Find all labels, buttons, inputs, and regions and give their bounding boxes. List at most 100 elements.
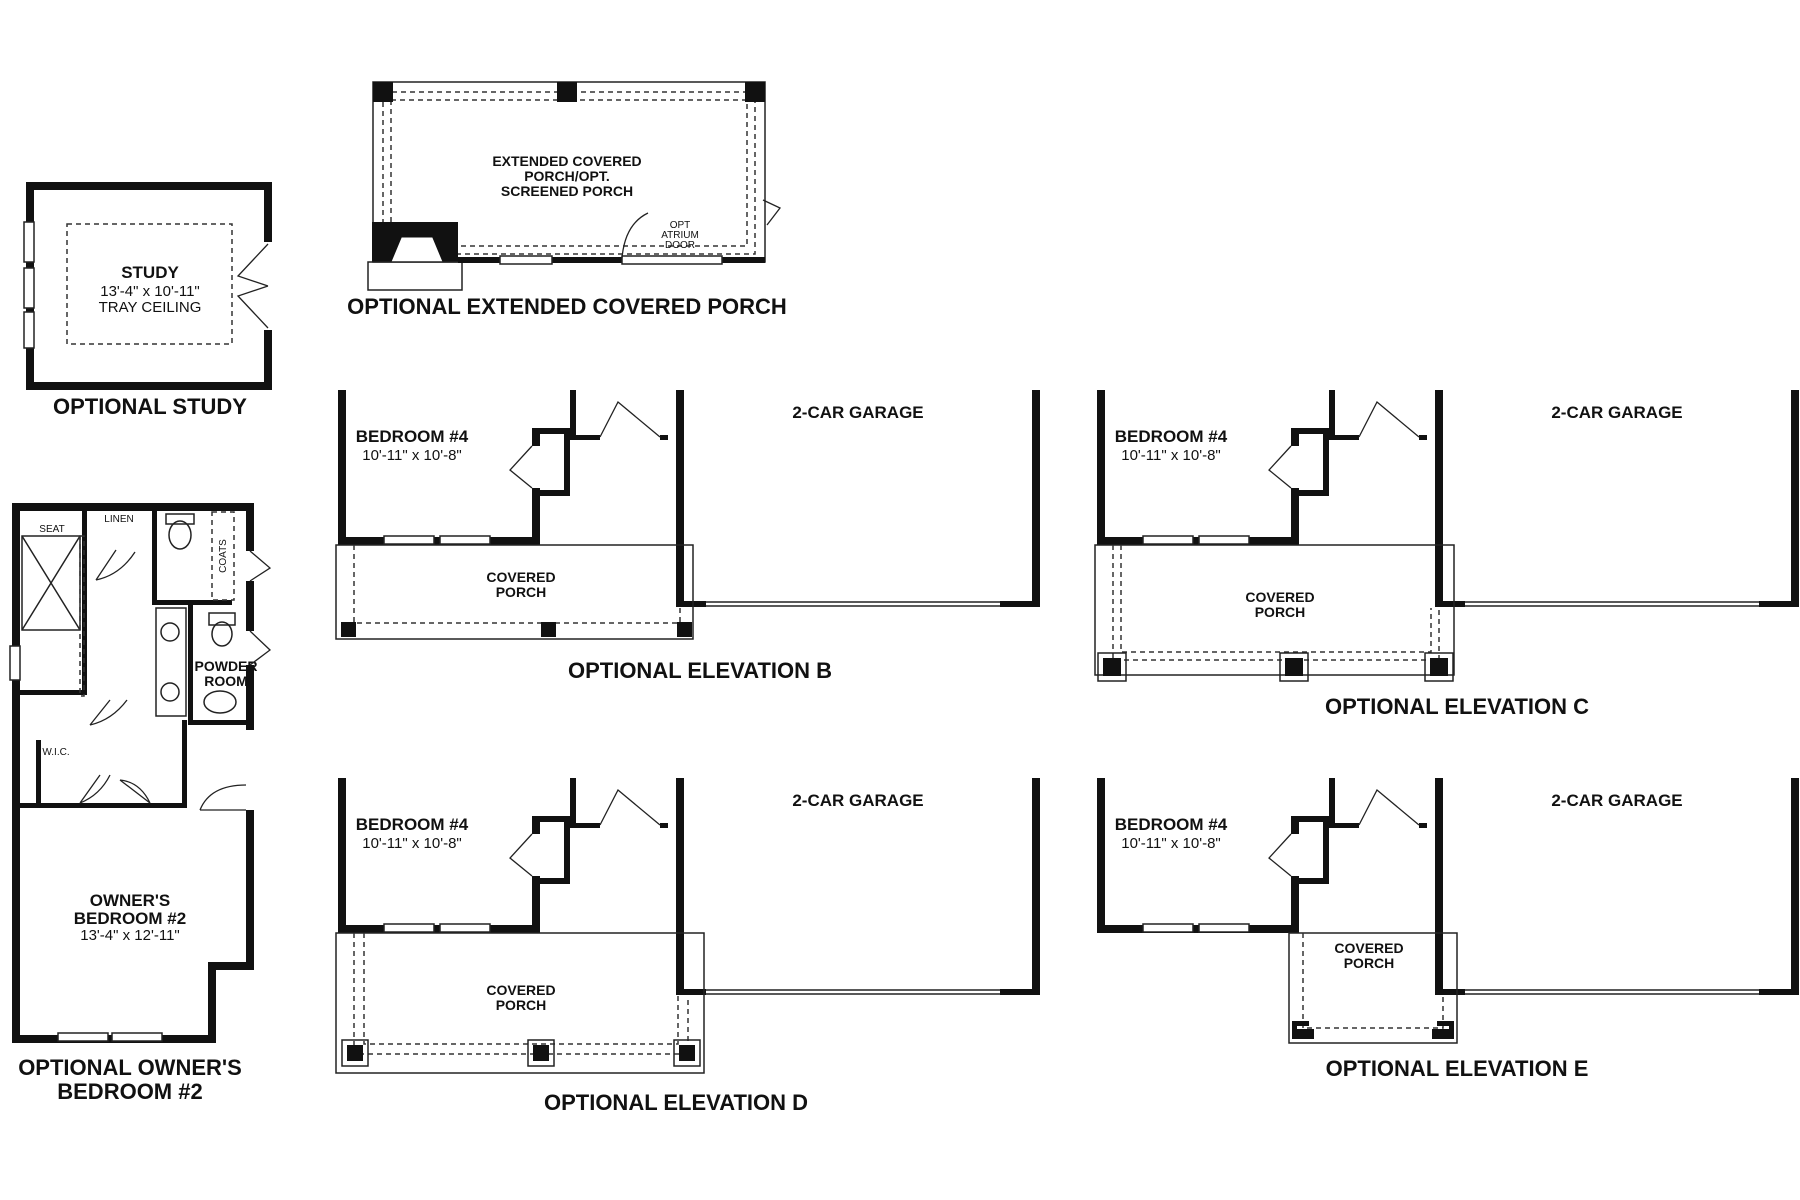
porch-title-line: EXTENDED COVERED — [492, 153, 641, 169]
porch-beam — [1302, 933, 1444, 1029]
optional-study-caption: OPTIONAL STUDY — [53, 394, 247, 419]
porch-screen-line — [382, 91, 756, 255]
garage-door — [706, 989, 1000, 995]
powder-toilet-icon — [211, 621, 233, 647]
owners-wall-left — [12, 503, 20, 1043]
owners-bedroom-plan: SEAT LINEN COATS POWDER ROOM W.I.C. OWNE… — [9, 503, 272, 1104]
porch-column — [1285, 658, 1303, 676]
bedroom-wall — [12, 803, 187, 808]
powder-wall — [188, 600, 193, 725]
owners-bedroom-dims: 13'-4" x 12'-11" — [80, 927, 180, 944]
owners-bedroom-caption: OPTIONAL OWNER'S — [18, 1055, 242, 1080]
porch-column — [677, 622, 692, 637]
closet-wall — [532, 820, 540, 834]
closet-wall — [1291, 820, 1299, 834]
powder-door — [249, 630, 272, 666]
bedroom-wall-jog — [532, 876, 540, 933]
atrium-door-label: ATRIUM — [661, 230, 699, 241]
entry-door — [599, 788, 661, 826]
porch-beam — [353, 933, 689, 1055]
atrium-door-label: OPT — [670, 220, 691, 231]
porch-column-base — [341, 1039, 369, 1067]
powder-room-label: ROOM — [204, 673, 248, 689]
seat-label: SEAT — [39, 524, 64, 535]
bedroom-window — [383, 923, 435, 933]
garage-name: 2-CAR GARAGE — [1551, 403, 1682, 422]
porch-column — [341, 622, 356, 637]
entry-wall — [1329, 435, 1359, 440]
porch-column — [541, 622, 556, 637]
elevation-d-caption: OPTIONAL ELEVATION D — [544, 1090, 808, 1115]
bedroom-dims: 10'-11" x 10'-8" — [1121, 835, 1221, 852]
bath-window — [9, 645, 21, 681]
bedroom-wall-bottom — [338, 925, 540, 933]
owners-wall-right — [246, 665, 254, 730]
entry-wall — [1329, 390, 1335, 440]
bedroom-window — [1142, 923, 1194, 933]
porch-column-base — [527, 1039, 555, 1067]
bedroom-wall-bottom — [338, 537, 540, 545]
garage-wall-right — [1791, 390, 1799, 607]
closet-door — [1268, 445, 1292, 489]
study-wall-right-upper — [264, 182, 272, 242]
bedroom-name: BEDROOM #4 — [1115, 815, 1228, 834]
study-window — [23, 267, 35, 309]
porch-label: PORCH — [496, 997, 547, 1013]
owners-wall-jog — [208, 962, 216, 1043]
bedroom-window — [383, 535, 435, 545]
elevation-b-caption: OPTIONAL ELEVATION B — [568, 658, 832, 683]
closet-wall — [152, 503, 157, 603]
garage-wall-left — [1435, 778, 1443, 993]
bedroom-name: BEDROOM #4 — [1115, 427, 1228, 446]
porch-screen-line-inner — [390, 99, 748, 247]
porch-beam — [1112, 545, 1440, 661]
garage-front-wall — [676, 989, 706, 995]
porch-column-base — [1424, 652, 1454, 682]
closet-wall — [1291, 432, 1299, 446]
garage-front-wall — [676, 601, 706, 607]
porch-column — [679, 1045, 695, 1061]
screen-door-swing — [762, 199, 782, 226]
porch-label: PORCH — [1344, 955, 1395, 971]
elevation-d-plan: BEDROOM #4 10'-11" x 10'-8" 2-CAR GARAGE… — [335, 778, 1040, 1115]
owners-wall-top — [12, 503, 254, 511]
entry-wall — [1329, 823, 1359, 828]
garage-front-wall — [1435, 989, 1465, 995]
porch-column — [1292, 1029, 1314, 1039]
extended-porch-caption: OPTIONAL EXTENDED COVERED PORCH — [347, 294, 787, 319]
extended-covered-porch-plan: EXTENDED COVERED PORCH/OPT. SCREENED POR… — [347, 81, 787, 319]
entry-wall — [1419, 823, 1427, 828]
porch-column-base — [1097, 652, 1127, 682]
owners-wall-right — [246, 503, 254, 551]
bedroom-name: BEDROOM #4 — [356, 815, 469, 834]
garage-door — [1465, 601, 1759, 607]
coats-door — [249, 550, 272, 582]
study-window — [23, 221, 35, 263]
porch-beam-inner — [363, 933, 679, 1045]
toilet-tank — [165, 513, 195, 525]
fireplace-hearth — [367, 261, 463, 291]
study-window — [23, 311, 35, 349]
elevation-e-plan: BEDROOM #4 10'-11" x 10'-8" 2-CAR GARAGE… — [1097, 778, 1799, 1081]
bedroom-wall-left — [338, 390, 346, 545]
garage-name: 2-CAR GARAGE — [792, 403, 923, 422]
garage-door — [1465, 989, 1759, 995]
bedroom-wall-bottom — [1097, 537, 1299, 545]
closet-wall — [532, 816, 570, 822]
wic-label: W.I.C. — [42, 747, 69, 758]
owners-wall-right — [246, 810, 254, 970]
shower-glass — [79, 535, 85, 697]
porch-title-line: SCREENED PORCH — [501, 183, 633, 199]
garage-front-wall — [1759, 601, 1799, 607]
garage-name: 2-CAR GARAGE — [792, 791, 923, 810]
porch-outline — [1094, 544, 1455, 676]
elevation-e-caption: OPTIONAL ELEVATION E — [1326, 1056, 1589, 1081]
garage-front-wall — [1435, 601, 1465, 607]
closet-wall — [1323, 816, 1329, 884]
porch-label: COVERED — [486, 569, 555, 585]
owners-bedroom-caption: BEDROOM #2 — [57, 1079, 202, 1104]
bedroom-wall-jog — [1291, 488, 1299, 545]
study-room-dims: 13'-4" x 10'-11" — [100, 283, 200, 300]
porch-outline — [1288, 932, 1458, 1044]
closet-wall — [1291, 816, 1329, 822]
